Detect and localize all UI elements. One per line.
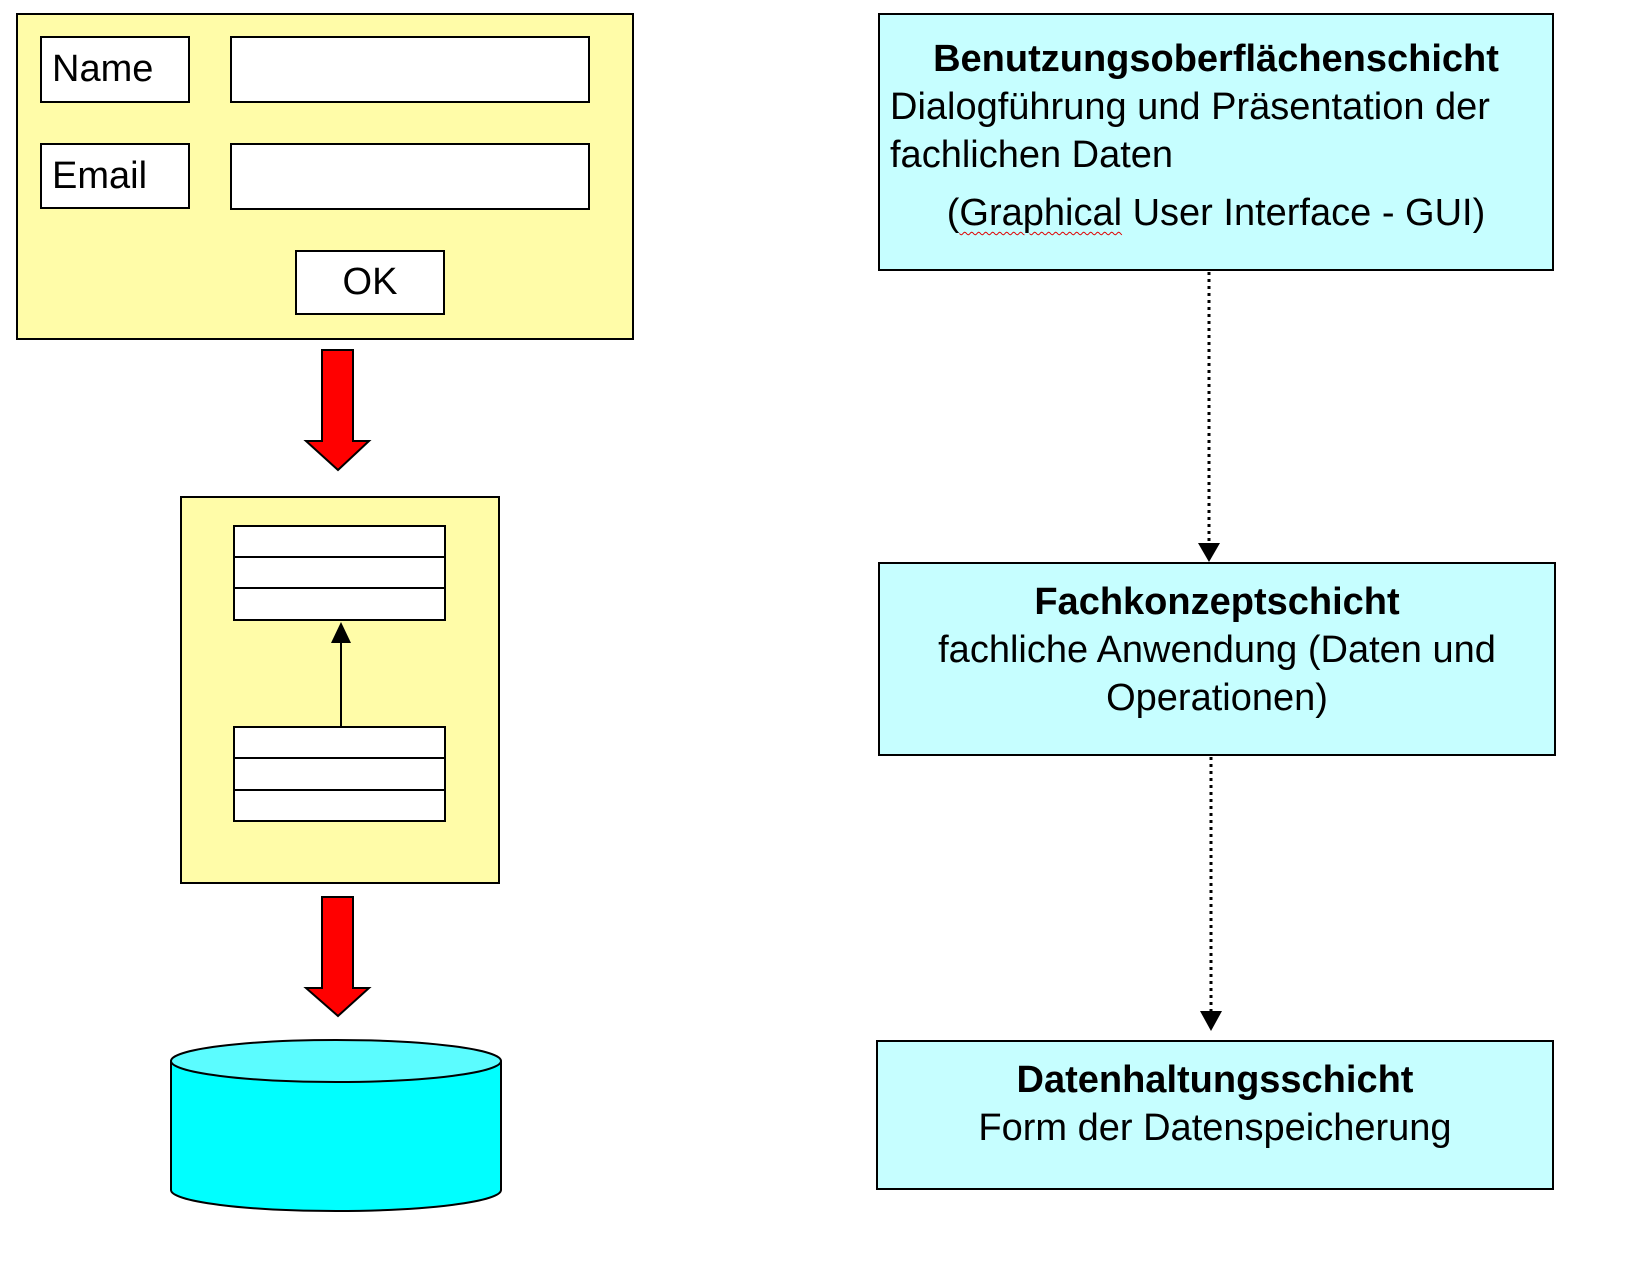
layer-data-desc: Form der Datenspeicherung [978, 1107, 1452, 1149]
email-label: Email [40, 143, 190, 209]
layer-domain-title: Fachkonzeptschicht [1034, 581, 1400, 623]
gui-open-paren: ( [946, 192, 960, 234]
layer-domain: Fachkonzeptschicht fachliche Anwendung (… [878, 562, 1556, 756]
layer-ui: Benutzungsoberflächenschicht Dialogführu… [878, 13, 1554, 271]
layer-domain-desc-line1: fachliche Anwendung (Daten und [938, 629, 1496, 671]
database-cylinder-icon [170, 1039, 502, 1212]
connector-arrowhead-icon [1198, 543, 1220, 562]
class-name-row [235, 728, 444, 759]
email-input[interactable] [230, 143, 590, 210]
layer-domain-desc-line2: Operationen) [1106, 677, 1328, 719]
name-label-text: Name [52, 48, 154, 90]
class-name-row [235, 527, 444, 558]
connector-arrowhead-icon [1200, 1011, 1222, 1031]
name-input[interactable] [230, 36, 590, 103]
red-down-arrow-icon [303, 349, 372, 472]
inheritance-arrowhead-icon [331, 622, 351, 643]
ok-button-label: OK [342, 261, 398, 303]
class-attributes-row [235, 759, 444, 791]
layer-ui-desc-line1: Dialogführung und Präsentation der [890, 86, 1490, 128]
class-attributes-row [235, 558, 444, 589]
ok-button[interactable]: OK [295, 250, 445, 315]
gui-word-graphical: Graphical [959, 192, 1123, 234]
gui-rest: User Interface - GUI) [1122, 192, 1486, 234]
superclass-box [233, 525, 446, 621]
layer-data: Datenhaltungsschicht Form der Datenspeic… [876, 1040, 1554, 1190]
subclass-box [233, 726, 446, 822]
layer-ui-desc-line2: fachlichen Daten [890, 134, 1174, 176]
red-down-arrow-icon [303, 896, 372, 1018]
layer-ui-gui-line: (Graphical User Interface - GUI) [880, 189, 1552, 237]
email-label-text: Email [52, 154, 148, 197]
layer-data-title: Datenhaltungsschicht [1016, 1059, 1414, 1101]
name-label: Name [40, 36, 190, 103]
layer-ui-title: Benutzungsoberflächenschicht [933, 38, 1499, 80]
